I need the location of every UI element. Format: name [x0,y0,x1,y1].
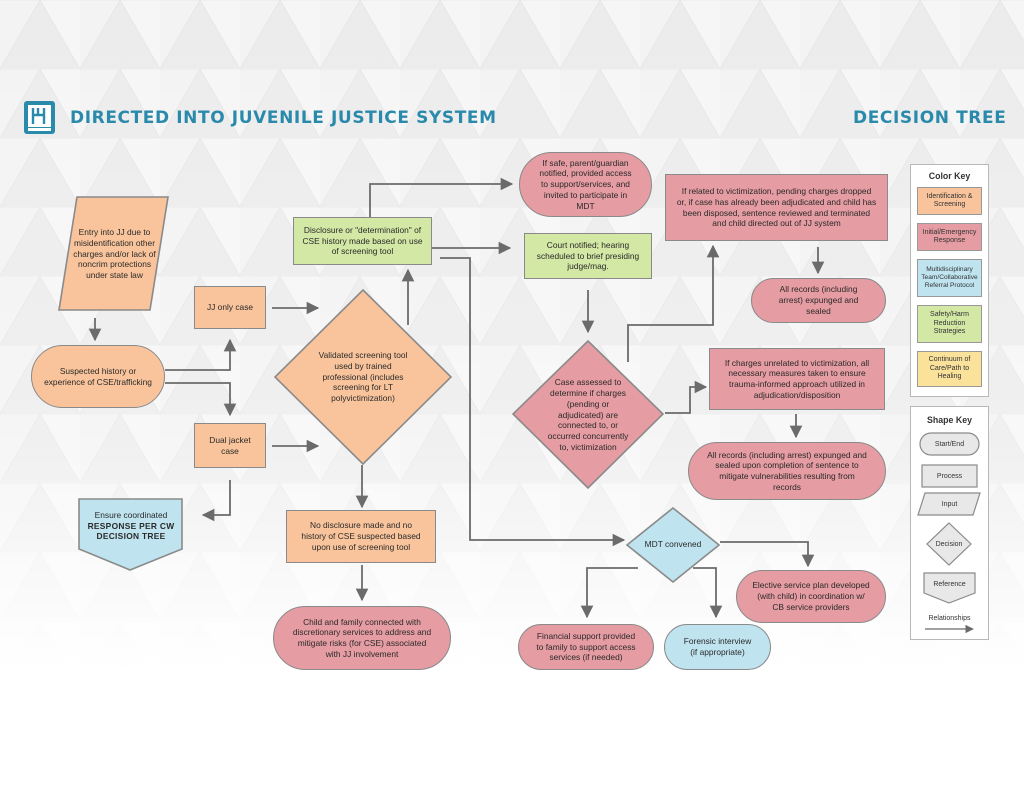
ensure-coordinated-line1: Ensure coordinated [94,509,168,520]
disclosure-node: Disclosure or "determination" of CSE his… [293,217,432,265]
related-victimization-label: If related to victimization, pending cha… [676,186,877,229]
child-family-services-label: Child and family connected with discreti… [292,616,432,659]
financial-support-label: Financial support provided to family to … [536,630,636,663]
case-assessed-label: Case assessed to determine if charges (p… [547,377,629,452]
no-disclosure-label: No disclosure made and no history of CSE… [301,520,421,552]
forensic-interview-node: Forensic interview (if appropriate) [664,624,771,670]
color-key-safety: Safety/Harm Reduction Strategies [917,305,982,343]
records-expunged-label: All records (including arrest) expunged … [778,284,859,316]
mdt-convened-label: MDT convened [644,538,702,549]
records-after-sentence-node: All records (including arrest) expunged … [688,442,886,500]
screening-tool-decision-shape [274,289,452,465]
parent-notified-node: If safe, parent/guardian notified, provi… [519,152,652,217]
ensure-coordinated-reference-shape [78,498,183,571]
charges-unrelated-node: If charges unrelated to victimization, a… [709,348,885,410]
suspected-cse-label: Suspected history or experience of CSE/t… [44,365,152,387]
color-key-multidisciplinary: Multidisciplinary Team/Collaborative Ref… [917,259,982,297]
ensure-coordinated-label: Ensure coordinated RESPONSE PER CW DECIS… [84,506,178,546]
page-subtitle: DECISION TREE [853,108,1007,128]
forensic-interview-label: Forensic interview (if appropriate) [683,636,752,657]
page-title: DIRECTED INTO JUVENILE JUSTICE SYSTEM [70,108,497,128]
court-notified-node: Court notified; hearing scheduled to bri… [524,233,652,279]
case-assessed-decision-shape [512,340,664,489]
shape-key-process: Process [936,472,963,480]
shape-key-input: Input [941,500,958,508]
records-after-sentence-label: All records (including arrest) expunged … [707,449,867,492]
color-key-continuum: Continuum of Care/Path to Healing [917,351,982,387]
color-key-title: Color Key [928,171,971,181]
suspected-cse-node: Suspected history or experience of CSE/t… [31,345,165,408]
charges-unrelated-label: If charges unrelated to victimization, a… [724,357,870,400]
entry-input-shape [58,196,169,311]
shape-key-start-end: Start/End [934,440,965,448]
color-key-initial-response: Initial/Emergency Response [917,223,982,251]
child-family-services-node: Child and family connected with discreti… [273,606,451,670]
color-key-identification: Identification & Screening [917,187,982,215]
dual-jacket-case-node: Dual jacket case [194,423,266,468]
ensure-coordinated-line2: RESPONSE PER CW DECISION TREE [87,520,175,542]
shape-key-relationships: Relationships [928,614,971,622]
parent-notified-label: If safe, parent/guardian notified, provi… [539,157,632,211]
court-notified-label: Court notified; hearing scheduled to bri… [536,239,640,272]
screening-tool-label: Validated screening tool used by trained… [318,350,408,404]
elective-service-plan-label: Elective service plan developed (with ch… [752,580,870,612]
entry-label: Entry into JJ due to misidentification o… [73,227,156,281]
records-expunged-node: All records (including arrest) expunged … [751,278,886,323]
jj-only-case-label: JJ only case [206,302,254,313]
shape-key-decision: Decision [935,540,963,548]
disclosure-label: Disclosure or "determination" of CSE his… [302,224,423,257]
no-disclosure-node: No disclosure made and no history of CSE… [286,510,436,563]
shape-key-title: Shape Key [927,415,972,425]
elective-service-plan-node: Elective service plan developed (with ch… [736,570,886,623]
financial-support-node: Financial support provided to family to … [518,624,654,670]
mdt-convened-decision-shape [626,507,720,583]
dual-jacket-case-label: Dual jacket case [209,434,251,456]
shape-key-panel: Shape Key Start/End Process Input Decisi… [910,406,989,640]
book-icon [24,101,55,134]
jj-only-case-node: JJ only case [194,286,266,329]
shape-key-shapes [917,432,981,634]
color-key-panel: Color Key Identification & Screening Ini… [910,164,989,397]
related-victimization-node: If related to victimization, pending cha… [665,174,888,241]
shape-key-reference: Reference [933,580,966,588]
